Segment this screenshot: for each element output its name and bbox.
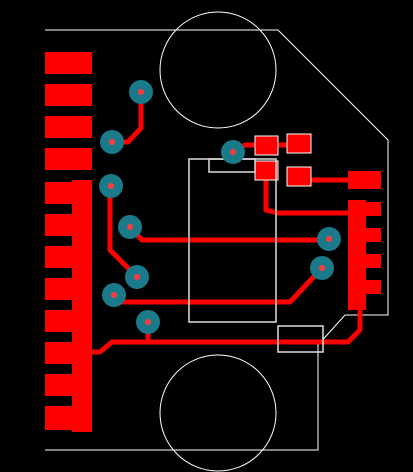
via-hole — [230, 149, 236, 155]
via-hole — [138, 89, 144, 95]
right-connector — [348, 171, 381, 310]
via-hole — [326, 236, 332, 242]
via-hole — [108, 183, 114, 189]
via-hole — [111, 292, 117, 298]
edge-pad — [45, 342, 92, 364]
edge-pad — [45, 116, 92, 138]
smd-pads — [254, 133, 312, 187]
via-hole — [109, 139, 115, 145]
edge-pad — [45, 182, 92, 204]
via-hole — [134, 274, 140, 280]
component-outline-small — [277, 325, 324, 353]
trace — [107, 183, 140, 280]
mounting-hole-top — [159, 11, 277, 129]
smd-pad — [254, 160, 279, 181]
trace — [263, 169, 363, 216]
edge-pad — [45, 148, 92, 170]
mounting-hole-bottom — [159, 354, 277, 472]
smd-pad — [286, 166, 312, 187]
trace — [87, 287, 363, 355]
right-pad-single — [348, 171, 381, 189]
via-hole — [319, 265, 325, 271]
edge-pad — [45, 52, 92, 74]
vias — [99, 80, 341, 334]
edge-pad — [45, 374, 92, 396]
edge-pad — [45, 84, 92, 106]
right-pad — [348, 280, 381, 294]
via-hole — [127, 224, 133, 230]
smd-pad — [254, 135, 279, 156]
right-pad — [348, 228, 381, 242]
edge-pad — [45, 214, 92, 236]
smd-pad — [286, 133, 312, 154]
right-pad — [348, 202, 381, 216]
via-hole — [145, 319, 151, 325]
left-connector — [45, 52, 92, 432]
board-outline-edge — [45, 29, 389, 451]
board-outline — [45, 29, 389, 451]
edge-pad — [45, 246, 92, 268]
right-pad — [348, 254, 381, 268]
edge-pad — [45, 278, 92, 300]
connector-body — [72, 180, 92, 432]
edge-pad — [45, 406, 92, 430]
edge-pad — [45, 310, 92, 332]
